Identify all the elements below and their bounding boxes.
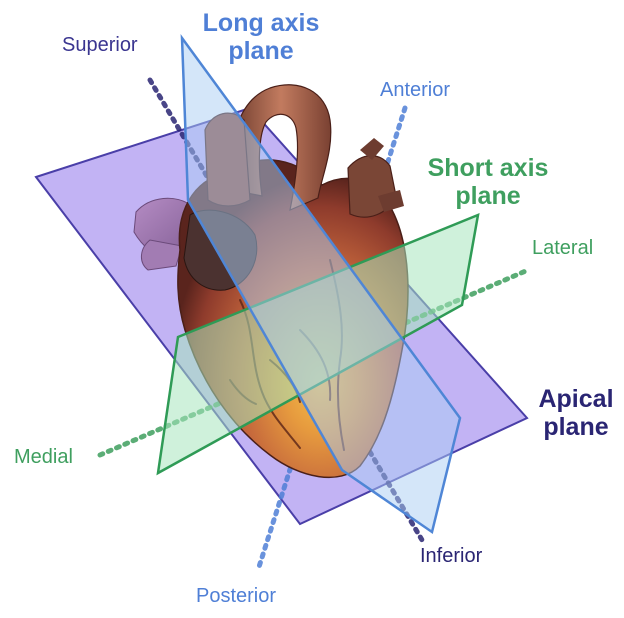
apical-plane-label: Apical plane [530,386,622,441]
anterior-label: Anterior [380,79,450,101]
inferior-label: Inferior [420,545,482,567]
lateral-label: Lateral [532,237,593,259]
posterior-label: Posterior [196,585,276,607]
short-axis-plane-label: Short axis plane [418,155,558,210]
long-axis-plane-label: Long axis plane [191,10,331,65]
superior-label: Superior [62,34,138,56]
medial-label: Medial [14,446,73,468]
